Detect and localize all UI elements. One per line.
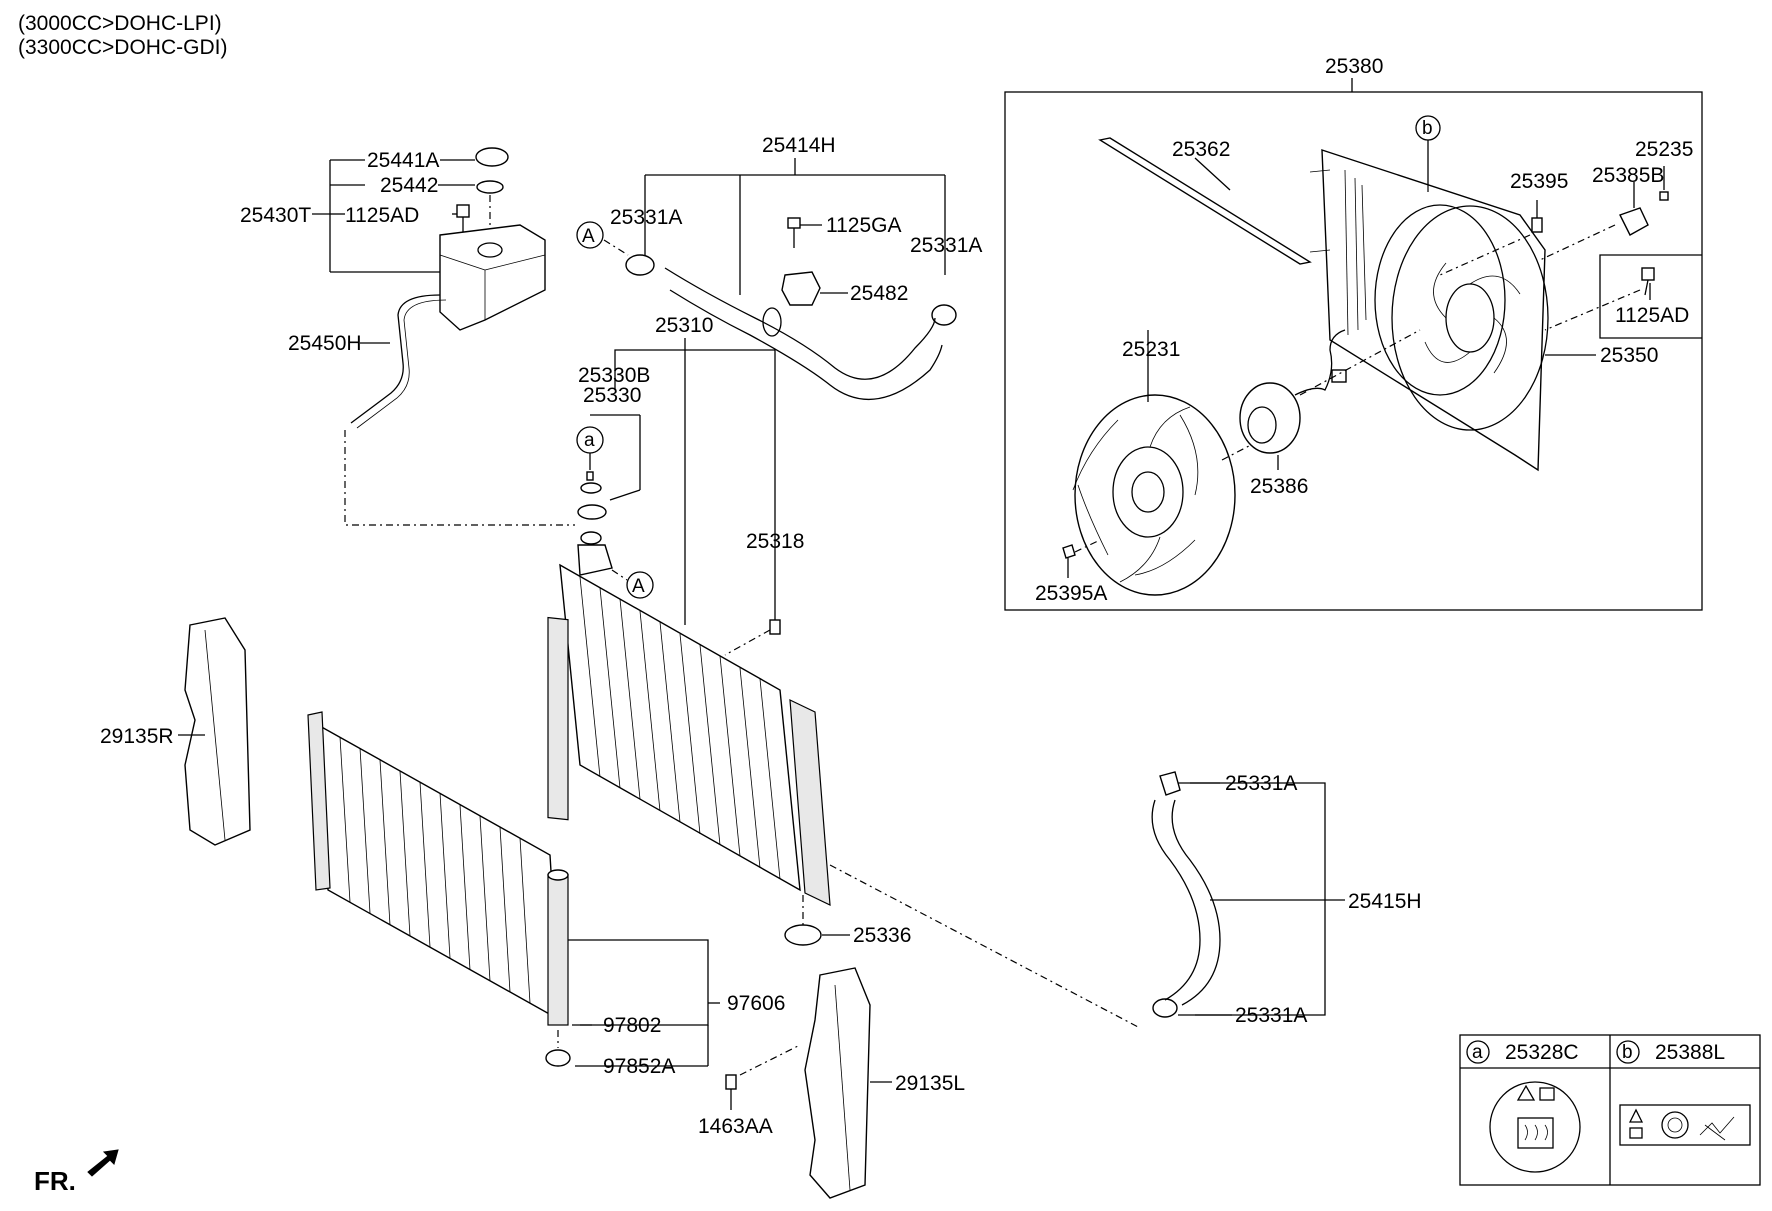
clamp-25331A-lower-bottom [1152, 998, 1178, 1018]
label-97802: 97802 [603, 1014, 661, 1037]
drain-plug-25336 [784, 924, 822, 946]
screw-25235 [1659, 191, 1669, 201]
label-25450H: 25450H [288, 332, 362, 355]
label-97852A: 97852A [603, 1055, 675, 1078]
label-1125AD-shroud: 1125AD [1615, 304, 1689, 327]
resistor-25385B [1619, 191, 1669, 236]
label-25430T: 25430T [240, 204, 311, 227]
label-25330: 25330 [583, 384, 641, 407]
reservoir-tank-25430T [439, 224, 546, 331]
label-25231: 25231 [1122, 338, 1180, 361]
lower-hose-assembly: 25331A 25415H 25331A [1151, 771, 1422, 1027]
legend-part-a: 25328C [1505, 1041, 1579, 1064]
front-direction-indicator: FR. [34, 1149, 119, 1196]
radiator-cap-25330 [577, 504, 607, 520]
legend-part-b: 25388L [1655, 1041, 1725, 1064]
label-25310: 25310 [655, 314, 713, 337]
label-25380: 25380 [1325, 55, 1383, 78]
label-25415H: 25415H [1348, 890, 1422, 913]
cap-25441A [475, 147, 509, 167]
label-1463AA: 1463AA [698, 1115, 773, 1138]
label-1125GA: 1125GA [826, 214, 902, 237]
label-plate-a [586, 471, 594, 481]
air-guard-left-29135L: 29135L 1463AA [698, 967, 965, 1199]
callout-b-letter: b [1422, 118, 1433, 139]
cap-97852A [545, 1049, 571, 1067]
callout-A-lower [626, 571, 654, 599]
label-25318: 25318 [746, 530, 804, 553]
engine-spec-line-2: (3300CC>DOHC-GDI) [18, 36, 227, 59]
bolt-25318 [769, 619, 781, 635]
label-25331A-lower-bottom: 25331A [1235, 1004, 1307, 1027]
label-25331A-top-left: 25331A [610, 206, 682, 229]
label-29135R: 29135R [100, 725, 174, 748]
air-guard-right-29135R: 29135R [100, 617, 251, 846]
warning-label-25388L-icon [1619, 1104, 1751, 1146]
condenser-97606 [317, 723, 561, 1022]
clamp-25331A-upper-right [931, 304, 957, 326]
label-25385B: 25385B [1592, 164, 1664, 187]
engine-spec-line-1: (3000CC>DOHC-LPI) [18, 12, 222, 35]
label-25395: 25395 [1510, 170, 1568, 193]
legend-table: a 25328C b 25388L [1459, 1034, 1761, 1186]
label-25442: 25442 [380, 174, 438, 197]
bracket-25482 [781, 271, 821, 306]
callout-A-lower-letter: A [632, 576, 645, 597]
label-25331A-lower-top: 25331A [1225, 772, 1297, 795]
label-25362: 25362 [1172, 138, 1230, 161]
label-25441A: 25441A [367, 149, 439, 172]
hose-25450H [350, 294, 441, 424]
seal-strip-25362 [1098, 137, 1312, 265]
condenser-assembly: 97606 97802 97852A [307, 711, 785, 1078]
caution-label-25328C-icon [1489, 1081, 1581, 1173]
reservoir-tank-assembly: 25441A 25442 25430T 1125AD 25450H [240, 147, 575, 526]
lower-hose-25415H [1151, 799, 1201, 1001]
legend-key-a: a [1472, 1042, 1483, 1063]
callout-A-upper-letter: A [582, 226, 595, 247]
label-25482: 25482 [850, 282, 908, 305]
upper-hose-25414H [664, 267, 936, 380]
fan-shroud-25350 [1309, 149, 1549, 472]
legend-callout-b [1616, 1040, 1640, 1064]
front-arrow-icon [87, 1149, 119, 1177]
clip-1463AA [725, 1074, 737, 1090]
receiver-drier-97802 [547, 874, 569, 1026]
label-25395A: 25395A [1035, 582, 1107, 605]
label-25235: 25235 [1635, 138, 1693, 161]
label-25336: 25336 [853, 924, 911, 947]
fan-shroud-assembly: 25380 25362 25350 b [1004, 55, 1703, 611]
clamp-25331A-upper-left [625, 254, 655, 276]
clamp-25331A-lower-top [1159, 771, 1181, 796]
radiator-core-25310 [559, 563, 801, 892]
label-97606: 97606 [727, 992, 785, 1015]
label-25350: 25350 [1600, 344, 1658, 367]
label-29135L: 29135L [895, 1072, 965, 1095]
upper-hose-assembly: 25414H 25331A 25331A 1125GA 25482 A [576, 134, 982, 401]
screw-25395A [1062, 544, 1076, 559]
legend-key-b: b [1622, 1042, 1633, 1063]
front-label: FR. [34, 1166, 76, 1196]
motor-25386 [1239, 329, 1347, 454]
radiator-assembly: 25310 25330B 25330 25318 a [547, 314, 1141, 1029]
label-25386: 25386 [1250, 475, 1308, 498]
label-25331A-top-right: 25331A [910, 234, 982, 257]
bolt-25395 [1531, 200, 1543, 233]
legend-callout-a [1466, 1040, 1490, 1064]
bolt-1125GA [787, 217, 801, 229]
label-1125AD-tank: 1125AD [345, 204, 419, 227]
callout-A-upper [576, 221, 604, 249]
gasket-25442 [476, 180, 504, 194]
bolt-1125AD-shroud [1641, 267, 1655, 296]
label-25414H: 25414H [762, 134, 836, 157]
fan-25231 [1072, 394, 1236, 596]
label-25330B: 25330B [578, 364, 650, 387]
callout-a-letter: a [584, 430, 595, 451]
bolt-1125AD-tank [456, 204, 470, 218]
